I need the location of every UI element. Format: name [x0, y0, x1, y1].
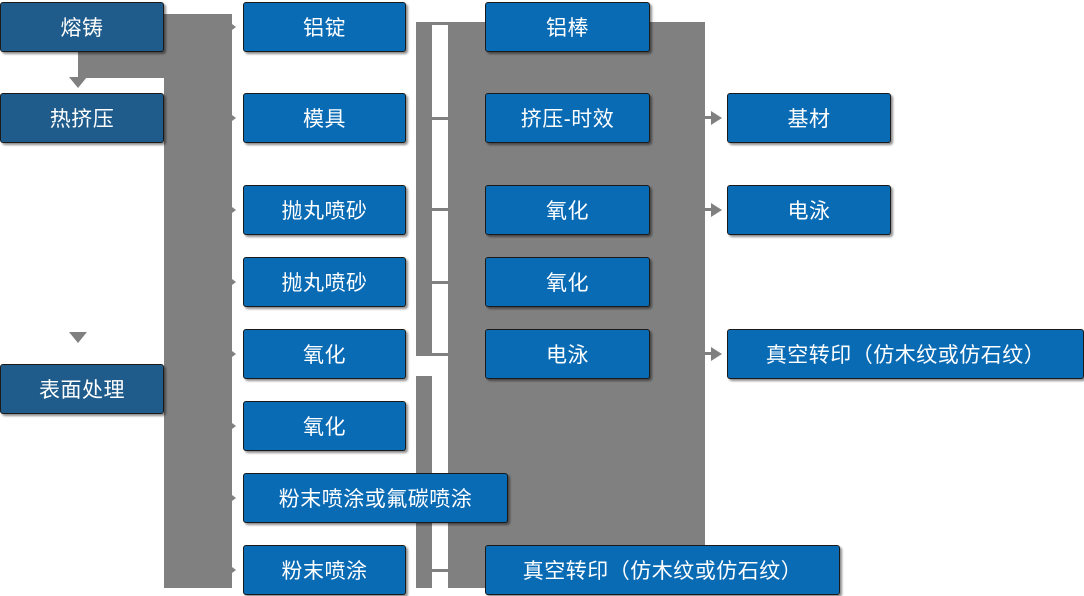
arrow-to-mat-shotblast-2 [224, 273, 236, 291]
output-label-electro: 电泳 [787, 200, 831, 223]
arrow-to-out-vacuum [711, 347, 722, 361]
output-label-substrate: 基材 [787, 108, 831, 131]
process-label-electro: 电泳 [546, 344, 589, 367]
arrow-to-mat-mould [224, 109, 236, 127]
output-label-vacuum: 真空转印（仿木纹或仿石纹） [765, 344, 1046, 367]
process-box-oxidation-2[interactable]: 氧化 [485, 257, 650, 307]
material-box-oxidation-2[interactable]: 氧化 [243, 401, 406, 451]
material-label-powder-fluoro: 粉末喷涂或氟碳喷涂 [278, 488, 473, 511]
process-panel-notch [655, 0, 715, 22]
process-box-extrude-age[interactable]: 挤压-时效 [485, 93, 650, 143]
connector-stub-surface [164, 386, 176, 390]
material-label-oxidation-2: 氧化 [303, 416, 346, 439]
material-box-shotblast-2[interactable]: 抛丸喷砂 [243, 257, 406, 307]
material-label-ingot: 铝锭 [303, 17, 346, 40]
material-box-ingot[interactable]: 铝锭 [243, 2, 406, 52]
stage-label-melting: 熔铸 [60, 17, 104, 40]
arrow-stem-electro [705, 208, 715, 211]
process-label-oxidation-1: 氧化 [546, 200, 589, 223]
material-label-mould: 模具 [303, 108, 346, 131]
material-label-oxidation-1: 氧化 [303, 344, 346, 367]
process-box-oxidation-1[interactable]: 氧化 [485, 185, 650, 235]
connector-rung-2 [432, 117, 450, 120]
connector-rung-1 [432, 22, 450, 25]
stage-box-extrusion[interactable]: 热挤压 [0, 93, 164, 143]
arrow-to-mat-powder [224, 561, 236, 579]
process-label-vacuum: 真空转印（仿木纹或仿石纹） [522, 560, 803, 583]
arrow-to-mat-shotblast-1 [224, 201, 236, 219]
connector-rung-4 [432, 281, 450, 284]
material-box-shotblast-1[interactable]: 抛丸喷砂 [243, 185, 406, 235]
connector-rail-left [416, 22, 432, 588]
process-box-vacuum[interactable]: 真空转印（仿木纹或仿石纹） [485, 545, 840, 595]
process-label-bar: 铝棒 [546, 17, 589, 40]
stage-label-surface: 表面处理 [39, 379, 125, 402]
arrow-to-mat-ingot [224, 18, 236, 36]
output-box-electro[interactable]: 电泳 [727, 185, 891, 235]
material-box-powder-fluoro[interactable]: 粉末喷涂或氟碳喷涂 [243, 473, 508, 523]
arrow-stem-substrate [705, 116, 715, 119]
material-label-shotblast-2: 抛丸喷砂 [281, 272, 368, 295]
stage-box-surface[interactable]: 表面处理 [0, 364, 164, 414]
output-box-vacuum[interactable]: 真空转印（仿木纹或仿石纹） [727, 329, 1084, 379]
connector-rung-5 [432, 353, 450, 356]
process-label-oxidation-2: 氧化 [546, 272, 589, 295]
arrow-to-out-electro [711, 203, 722, 217]
output-box-substrate[interactable]: 基材 [727, 93, 891, 143]
stage-label-extrusion: 热挤压 [49, 108, 115, 131]
material-label-powder: 粉末喷涂 [281, 560, 368, 583]
connector-arrow-down-melting [69, 77, 87, 88]
process-box-electro[interactable]: 电泳 [485, 329, 650, 379]
material-box-oxidation-1[interactable]: 氧化 [243, 329, 406, 379]
arrow-to-mat-powder-fluoro [224, 489, 236, 507]
process-label-extrude-age: 挤压-时效 [520, 108, 615, 131]
connector-rail-gap [414, 356, 434, 376]
stage-box-melting[interactable]: 熔铸 [0, 2, 164, 52]
arrow-to-out-substrate [711, 111, 722, 125]
arrow-stem-vacuum [705, 352, 715, 355]
connector-rung-3 [432, 208, 450, 211]
material-box-mould[interactable]: 模具 [243, 93, 406, 143]
connector-column-stages [164, 14, 232, 588]
process-box-bar[interactable]: 铝棒 [485, 2, 650, 52]
connector-rung-6 [432, 569, 450, 572]
arrow-to-mat-oxidation-1 [224, 345, 236, 363]
connector-arrow-down-surface [69, 332, 87, 343]
material-label-shotblast-1: 抛丸喷砂 [281, 200, 368, 223]
material-box-powder[interactable]: 粉末喷涂 [243, 545, 406, 595]
arrow-to-mat-oxidation-2 [224, 417, 236, 435]
